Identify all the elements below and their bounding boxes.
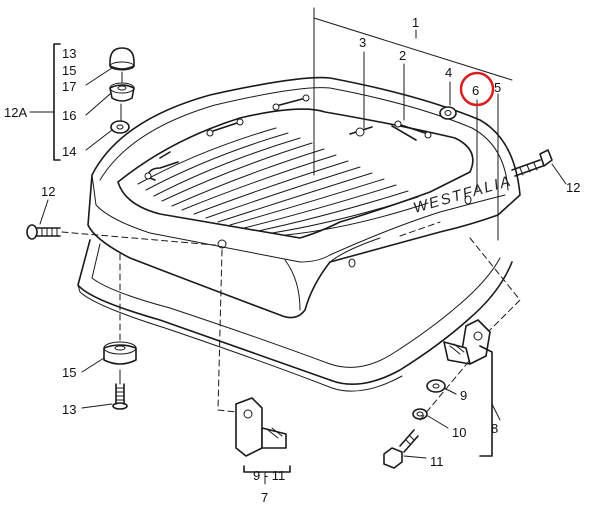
fastener-stack-12a [53,43,135,161]
left-bolt-12 [26,224,216,246]
leader-lines [29,7,567,459]
callout-12-left: 12 [41,184,55,199]
callout-4: 4 [445,65,452,80]
ribbed-platform [117,108,474,239]
callout-16: 16 [62,108,76,123]
bracket-7 [217,249,291,485]
right-bolt-12 [511,149,553,177]
base-tray [77,239,513,392]
callout-12-right: 12 [566,180,580,195]
callout-6: 6 [472,83,479,98]
callout-9: 9 [460,388,467,403]
callout-17: 17 [62,79,76,94]
callout-11: 11 [430,454,444,469]
callout-8: 8 [491,421,498,436]
callout-14: 14 [62,144,76,159]
item-3-screw [349,126,373,137]
callout-15-bottom: 15 [62,365,76,380]
left-rubber-and-bolt [103,253,137,410]
bracket-8 [383,221,521,469]
callout-3: 3 [359,35,366,50]
callout-7: 7 [261,490,268,505]
callout-9-11: 9 - 11 [253,468,285,483]
item-2-rail-end [391,125,417,141]
callout-12a: 12A [4,105,27,120]
callout-10: 10 [452,425,466,440]
tie-down-rails [144,94,432,181]
callout-13-top: 13 [62,46,76,61]
callout-1: 1 [412,15,419,30]
callout-15-top: 15 [62,63,76,78]
callout-2: 2 [399,48,406,63]
callout-labels: 1 2 3 4 5 6 7 8 9 9 - 11 10 11 12 12 12A… [4,15,580,505]
highlight-circle [459,71,495,107]
mounting-holes [217,195,472,268]
callout-13-bottom: 13 [62,402,76,417]
callout-5: 5 [494,80,501,95]
item-4-nut [439,106,457,120]
